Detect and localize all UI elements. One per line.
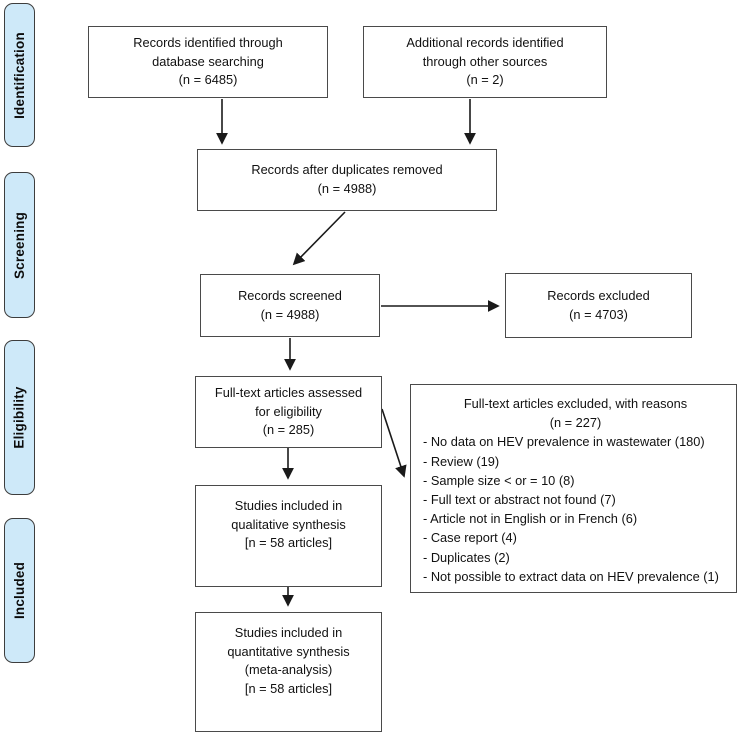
reason-item: - Sample size < or = 10 (8) — [423, 472, 575, 488]
text-line: database searching — [152, 53, 264, 69]
box-fulltext-assessed: Full-text articles assessed for eligibil… — [195, 376, 382, 448]
text-line: Studies included in — [234, 625, 343, 640]
stage-label: Identification — [12, 31, 27, 119]
text-line: quantitative synthesis — [227, 643, 350, 659]
text-line: (n = 2) — [466, 72, 504, 88]
reason-item: - Duplicates (2) — [423, 549, 510, 565]
reason-item: - Case report (4) — [423, 530, 517, 546]
text-line: (n = 6485) — [178, 72, 238, 88]
text-line: (n = 4988) — [317, 181, 377, 196]
box-quantitative-synthesis: Studies included in quantitative synthes… — [195, 612, 382, 732]
reasons-title-line: (n = 227) — [549, 415, 602, 431]
text-line: qualitative synthesis — [231, 516, 346, 532]
box-records-screened: Records screened (n = 4988) — [200, 274, 380, 337]
box-records-identified: Records identified through database sear… — [88, 26, 328, 98]
text-line: Records excluded — [547, 287, 650, 303]
arrow-dedup-to-screened — [292, 211, 346, 266]
text-line: (n = 4988) — [260, 306, 320, 322]
reason-item: - Review (19) — [423, 453, 500, 469]
text-line: Records screened — [238, 287, 342, 303]
reason-item: - Article not in English or in French (6… — [423, 511, 638, 527]
box-fulltext-excluded-reasons: Full-text articles excluded, with reason… — [410, 384, 737, 593]
text-line: Full-text articles assessed — [214, 385, 363, 401]
arrow-fulltext-to-reasons — [381, 408, 407, 478]
stage-screening: Screening — [4, 172, 35, 318]
text-line: Records after duplicates removed — [251, 162, 443, 178]
text-line: through other sources — [422, 53, 548, 69]
stage-label: Screening — [12, 211, 28, 279]
text-line: Studies included in — [234, 498, 343, 513]
text-line: Records identified through — [133, 35, 283, 51]
box-records-excluded: Records excluded (n = 4703) — [505, 273, 692, 338]
reason-item: - Full text or abstract not found (7) — [423, 491, 616, 507]
text-line: (meta-analysis) — [244, 662, 333, 678]
reason-item: - No data on HEV prevalence in wastewate… — [423, 434, 705, 450]
text-line: for eligibility — [255, 403, 322, 419]
stage-included: Included — [4, 518, 35, 663]
text-line: (n = 4703) — [569, 306, 628, 322]
text-line: [n = 58 articles] — [244, 680, 333, 696]
stage-label: Eligibility — [12, 386, 27, 449]
text-line: (n = 285) — [262, 422, 315, 438]
box-additional-records: Additional records identified through ot… — [363, 26, 607, 98]
stage-identification: Identification — [4, 3, 35, 147]
stage-eligibility: Eligibility — [4, 340, 35, 495]
reason-item: - Not possible to extract data on HEV pr… — [423, 568, 719, 584]
box-qualitative-synthesis: Studies included in qualitative synthesi… — [195, 485, 382, 587]
box-duplicates-removed: Records after duplicates removed (n = 49… — [197, 149, 497, 211]
stage-label: Included — [12, 561, 28, 620]
text-line: [n = 58 articles] — [244, 535, 333, 551]
text-line: Additional records identified — [406, 35, 564, 51]
reasons-title-line: Full-text articles excluded, with reason… — [463, 396, 688, 411]
